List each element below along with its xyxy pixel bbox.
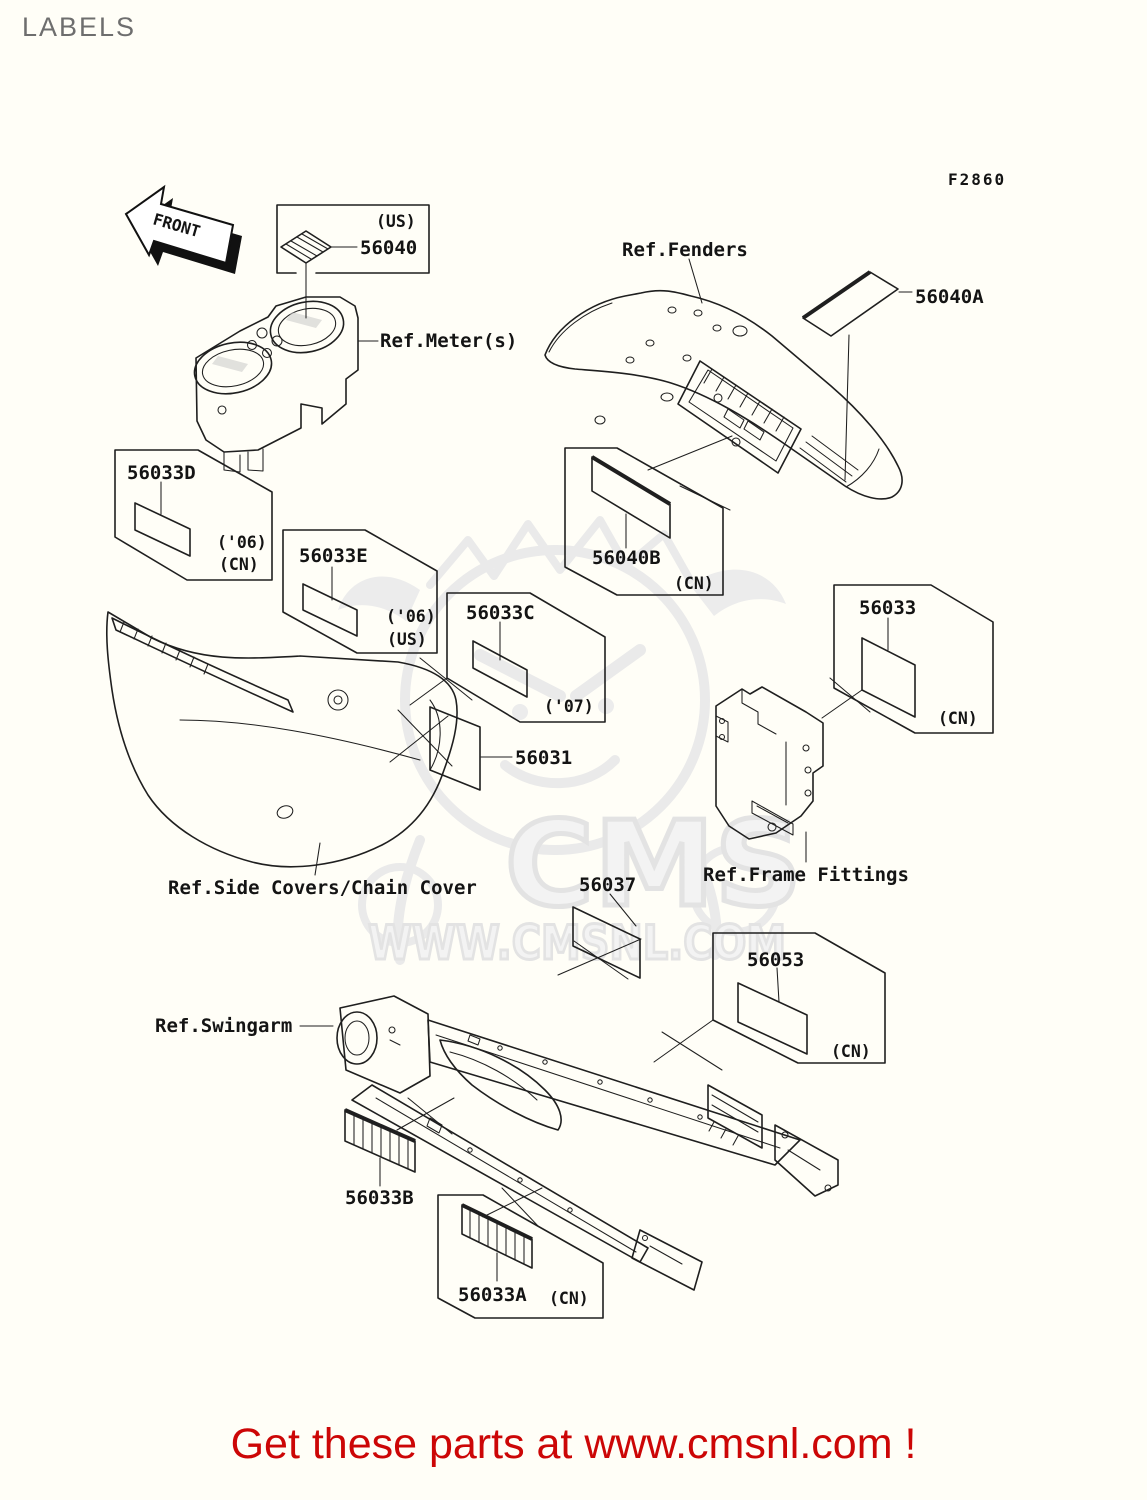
- watermark-figure: [338, 516, 786, 965]
- part-number-56033C[interactable]: 56033C: [466, 602, 535, 624]
- callout-56033B: 56033B: [344, 1097, 455, 1209]
- front-arrow: FRONT: [124, 184, 242, 274]
- part-note-56033C-year: ('07): [544, 697, 594, 716]
- part-number-56033B[interactable]: 56033B: [345, 1187, 414, 1209]
- fender-drawing: [544, 289, 903, 500]
- callout-56040A: 56040A: [801, 270, 984, 481]
- part-note-56033D-cn: (CN): [219, 555, 259, 574]
- ref-label-frame-fittings: Ref.Frame Fittings: [703, 864, 909, 886]
- part-note-56033E-us: (US): [387, 630, 427, 649]
- callout-56037: 56037: [557, 874, 642, 980]
- ref-label-side-covers: Ref.Side Covers/Chain Cover: [168, 877, 477, 899]
- callout-56040B: 56040B (CN): [564, 435, 733, 596]
- part-number-56031[interactable]: 56031: [515, 747, 572, 769]
- callout-56033A: 56033A (CN): [437, 1187, 604, 1319]
- part-number-56040[interactable]: 56040: [360, 237, 417, 259]
- part-number-56033A[interactable]: 56033A: [458, 1284, 527, 1306]
- meter-drawing: [193, 296, 359, 473]
- ref-label-fenders: Ref.Fenders: [622, 239, 748, 261]
- ref-label-swingarm: Ref.Swingarm: [155, 1015, 292, 1037]
- part-number-56040A[interactable]: 56040A: [915, 286, 984, 308]
- part-note-56040-us: (US): [376, 212, 416, 231]
- callout-56031: 56031: [389, 706, 572, 791]
- watermark: CMS WWW.CMSNL.COM: [338, 516, 805, 973]
- part-note-56033E-year: ('06): [386, 607, 436, 626]
- callout-56053: 56053 (CN): [653, 932, 886, 1071]
- frame-fitting-drawing: [715, 686, 824, 840]
- footer-link[interactable]: Get these parts at www.cmsnl.com !: [230, 1420, 917, 1468]
- part-note-56040B-cn: (CN): [674, 574, 714, 593]
- callout-56040: (US) 56040: [276, 204, 430, 319]
- part-number-56053[interactable]: 56053: [747, 949, 804, 971]
- callout-56033C: 56033C ('07): [409, 592, 606, 723]
- part-number-56033D[interactable]: 56033D: [127, 462, 196, 484]
- swingarm-drawing: [336, 995, 839, 1291]
- part-number-56037[interactable]: 56037: [579, 874, 636, 896]
- part-note-56033D-year: ('06): [217, 533, 267, 552]
- page-title: LABELS: [22, 12, 137, 42]
- part-note-56053-cn: (CN): [831, 1042, 871, 1061]
- watermark-brand-text: CMS: [505, 795, 802, 933]
- reference-labels: Ref.Meter(s) Ref.Fenders Ref.Side Covers…: [155, 239, 909, 1037]
- part-number-56040B[interactable]: 56040B: [592, 547, 661, 569]
- part-note-56033A-cn: (CN): [549, 1289, 589, 1308]
- diagram-code: F2860: [948, 170, 1006, 189]
- callout-56033E: 56033E ('06) (US): [282, 529, 438, 654]
- part-note-56033-cn: (CN): [938, 709, 978, 728]
- callout-56033: 56033 (CN): [821, 584, 994, 734]
- ref-label-meter: Ref.Meter(s): [380, 330, 517, 352]
- callout-56033D: 56033D ('06) (CN): [114, 449, 273, 581]
- side-cover-drawing: [106, 611, 458, 868]
- part-number-56033[interactable]: 56033: [859, 597, 916, 619]
- part-number-56033E[interactable]: 56033E: [299, 545, 368, 567]
